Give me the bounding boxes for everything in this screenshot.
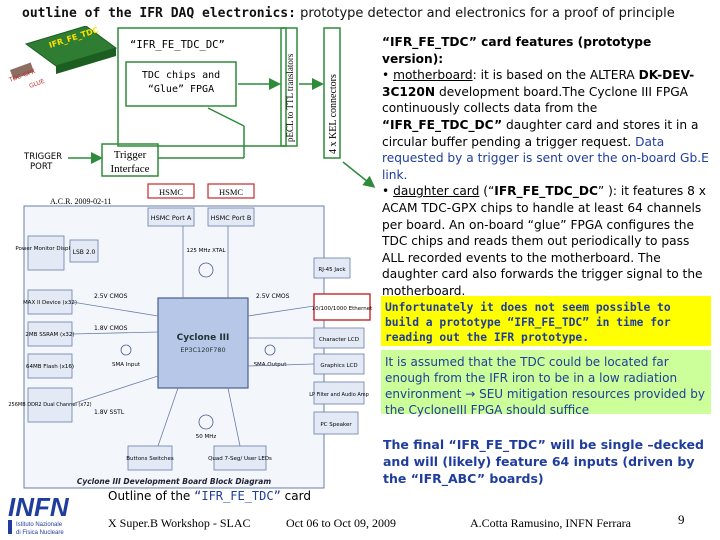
kel-connectors-box [323, 27, 341, 159]
footer-workshop: X Super.B Workshop - SLAC [108, 516, 251, 530]
hsmc-port-a: HSMC Port A [151, 214, 192, 222]
card-label: “IFR_FE_TDC_DC” [130, 39, 225, 51]
trigger-port-line2: PORT [30, 162, 53, 172]
v18-sstl: 1.8V SSTL [94, 409, 125, 416]
trigger-interface-line1: Trigger [114, 149, 147, 161]
cyclone-label: Cyclone III [177, 333, 230, 343]
hsmc-a-label: HSMC [159, 187, 183, 197]
slide-title: outline of the IFR DAQ electronics: prot… [22, 6, 675, 21]
ethernet-phy-block [313, 293, 371, 321]
hsmc-a-box [147, 183, 195, 199]
diagram-title: Cyclone III Development Board Block Diag… [77, 477, 271, 486]
kel-connectors-label: 4 x KEL connectors [328, 74, 339, 154]
motherboard-bullet: • motherboard: it is based on the ALTERA… [382, 68, 709, 182]
infn-logo: INFN Istituto Nazionale di Fisica Nuclea… [8, 492, 70, 536]
pc-speaker: PC Speaker [320, 422, 352, 428]
max2-device: MAX II Device (x32) [23, 300, 77, 306]
hsmc-port-b: HSMC Port B [211, 214, 252, 222]
trigger-port-line1: TRIGGER [23, 152, 62, 162]
features-heading: “IFR_FE_TDC” card features (prototype ve… [382, 34, 712, 67]
diagram-caption: Outline of the “IFR_FE_TDC” card [108, 489, 311, 503]
features-heading-text: “IFR_FE_TDC” card features (prototype ve… [382, 35, 652, 66]
ssram: 2MB SSRAM (x32) [25, 332, 74, 338]
daughter-card-photo: IFR_FE_TDC TDC-GPX GLUE [8, 26, 118, 90]
xtal: 125 MHz XTAL [186, 248, 226, 254]
hsmc-b-label: HSMC [219, 187, 243, 197]
ethernet-phy: 10/100/1000 Ethernet [312, 306, 373, 312]
cyclone-part: EP3C120F780 [180, 346, 225, 354]
daughter-card-label: daughter card [393, 184, 480, 199]
caption-name: “IFR_FE_TDC” [194, 489, 281, 503]
tdc-chips-line1: TDC chips and [142, 70, 220, 81]
assumption-box: It is assumed that the TDC could be loca… [381, 350, 711, 417]
motherboard-board: DK-DEV-3C120N [382, 68, 695, 99]
board-diagram: IFR_FE_TDC TDC-GPX GLUE “IFR_FE_TDC_DC” … [8, 26, 376, 489]
daughter-card-outline [117, 27, 287, 147]
motherboard-dc: “IFR_FE_TDC_DC” [382, 117, 503, 132]
page-number: 9 [678, 512, 685, 527]
daughter-card-bullet: • daughter card (“IFR_FE_TDC_DC” ): it f… [382, 184, 706, 298]
motherboard-text-blue: Data requested by a trigger is sent over… [382, 134, 709, 182]
footer-author: A.Cotta Ramusino, INFN Ferrara [470, 516, 631, 530]
osc-50mhz: 50 MHz [196, 434, 217, 440]
dev-board-block-diagram: HSMC Port A HSMC Port B Power Monitor Di… [8, 205, 373, 489]
svg-text:GLUE: GLUE [28, 78, 46, 90]
sma-input: SMA Input [112, 362, 141, 368]
warning-box: Unfortunately it does not seem possible … [381, 296, 711, 346]
slide-title-bold: outline of the IFR DAQ electronics: [22, 6, 296, 21]
v25-right: 2.5V CMOS [256, 293, 290, 300]
lsb: LSB 2.0 [73, 249, 96, 256]
motherboard-text-c: daughter card and stores it in a circula… [382, 117, 699, 149]
ecl-ttl-box [280, 27, 298, 147]
daughter-card-text-b: ” ): it features 8 x ACAM TDC-GPX chips … [382, 184, 706, 298]
infn-logo-line1: Istituto Nazionale [16, 522, 63, 528]
trigger-interface-line2: Interface [110, 163, 149, 175]
character-lcd: Character LCD [319, 337, 359, 343]
flash: 64MB Flash (x16) [26, 364, 74, 370]
acr-date: A.C.R. 2009-02-11 [50, 197, 111, 206]
quad-7seg: Quad 7-Seg/ User LEDs [208, 456, 272, 462]
ecl-ttl-label: pECL to TTL translators [285, 53, 295, 142]
infn-logo-name: INFN [8, 492, 70, 522]
hsmc-b-box [207, 183, 255, 199]
ddr2: 256MB DDR2 Dual Channel (x72) [8, 402, 91, 408]
daughter-card-text-a: (“ [479, 184, 495, 199]
warning-text: Unfortunately it does not seem possible … [385, 301, 671, 344]
motherboard-text-a: : it is based on the ALTERA [472, 68, 639, 83]
footer-dates: Oct 06 to Oct 09, 2009 [286, 516, 396, 530]
v25-left: 2.5V CMOS [94, 293, 128, 300]
slide-title-rest: prototype detector and electronics for a… [295, 6, 675, 21]
lp-filter: LP Filter and Audio Amp [309, 392, 369, 398]
motherboard-text-b: development board.The Cyclone III FPGA c… [382, 84, 688, 116]
power-monitor: Power Monitor Display [15, 246, 77, 252]
cyclone-fpga-block [157, 297, 249, 389]
assumption-text: It is assumed that the TDC could be loca… [385, 355, 705, 417]
final-statement: The final “IFR_FE_TDC” will be single –d… [383, 437, 704, 486]
rj45: RJ-45 Jack [318, 267, 346, 273]
trigger-interface-box [101, 143, 159, 177]
features-text: “IFR_FE_TDC” card features (prototype ve… [382, 34, 712, 300]
v18-left: 1.8V CMOS [94, 325, 128, 332]
buttons-switches: Buttons Switches [126, 456, 174, 462]
caption-suffix: card [280, 489, 311, 503]
infn-logo-line2: di Fisica Nucleare [16, 530, 64, 536]
caption-prefix: Outline of the [108, 489, 195, 503]
motherboard-label: motherboard [393, 68, 473, 83]
tdc-chips-line2: “Glue” FPGA [148, 84, 214, 95]
graphics-lcd: Graphics LCD [320, 363, 357, 369]
tdc-chips-box [125, 61, 237, 107]
daughter-card-name: IFR_FE_TDC_DC [494, 184, 598, 199]
